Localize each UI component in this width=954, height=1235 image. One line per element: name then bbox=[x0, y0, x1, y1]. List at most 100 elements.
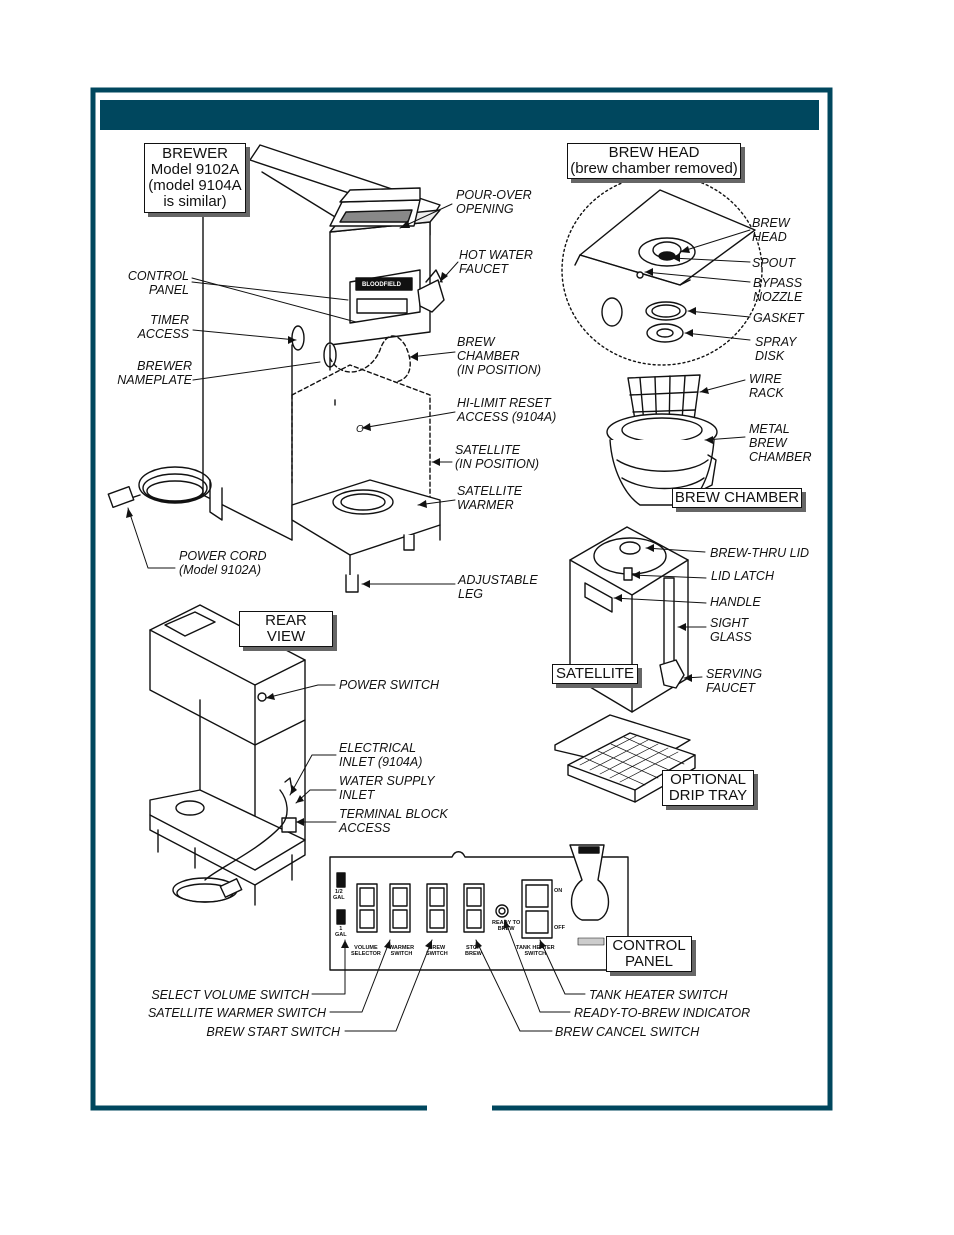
label-line: NAMEPLATE bbox=[117, 373, 192, 387]
label-line: TIMER bbox=[150, 313, 189, 327]
label-lid-latch: LID LATCH bbox=[711, 569, 774, 583]
label-line: METAL bbox=[749, 422, 790, 436]
label-line: INLET (9104A) bbox=[339, 755, 423, 769]
label-serving-faucet: SERVING FAUCET bbox=[706, 667, 762, 695]
panel-warmer-switch: WARMER SWITCH bbox=[389, 945, 414, 957]
label-line: TERMINAL BLOCK bbox=[339, 807, 448, 821]
label-line: SATELLITE bbox=[457, 484, 523, 498]
label-pour-over-opening: POUR-OVER OPENING bbox=[456, 188, 532, 216]
panel-text-line: ON bbox=[554, 888, 563, 894]
label-line: NOZZLE bbox=[753, 290, 803, 304]
arrowheads bbox=[126, 220, 713, 949]
panel-text-line: VOLUME bbox=[354, 945, 378, 951]
control-panel-box: CONTROL PANEL bbox=[606, 936, 692, 972]
label-line: BREW bbox=[457, 335, 495, 349]
leader-lines bbox=[127, 203, 751, 1032]
label-line: CHAMBER bbox=[749, 450, 812, 464]
label-line: BYPASS bbox=[753, 276, 803, 290]
label-line: HANDLE bbox=[710, 595, 761, 609]
brewer-box-line-1: BREWER bbox=[162, 145, 228, 162]
label-line: (IN POSITION) bbox=[457, 363, 542, 377]
label-line: CHAMBER bbox=[457, 349, 520, 363]
panel-off: OFF bbox=[554, 925, 565, 931]
panel-ready-to-brew: READY TO BREW bbox=[492, 920, 520, 932]
label-bypass-nozzle: BYPASS NOZZLE bbox=[753, 276, 802, 304]
label-line: HOT WATER bbox=[459, 248, 533, 262]
label-line: ELECTRICAL bbox=[339, 741, 417, 755]
label-line: LID LATCH bbox=[711, 569, 774, 583]
panel-stop-brew: STOP BREW bbox=[465, 945, 482, 957]
brewer-box-line-4: is similar) bbox=[163, 193, 227, 210]
panel-brew-switch: BREW SWITCH bbox=[426, 945, 448, 957]
label-power-switch: POWER SWITCH bbox=[339, 678, 439, 692]
drip-tray-box-line-1: OPTIONAL bbox=[670, 771, 746, 788]
label-line: WARMER bbox=[457, 498, 514, 512]
panel-text-line: TANK HEATER bbox=[516, 945, 555, 951]
label-ready-to-brew-indicator: READY-TO-BREW INDICATOR bbox=[574, 1006, 750, 1020]
label-line: ACCESS (9104A) bbox=[457, 410, 557, 424]
label-brew-head: BREW HEAD bbox=[752, 216, 790, 244]
label-line: HEAD bbox=[752, 230, 787, 244]
label-line: SATELLITE bbox=[455, 443, 521, 457]
panel-text-line: GAL bbox=[335, 932, 347, 938]
label-satellite-warmer-switch: SATELLITE WARMER SWITCH bbox=[148, 1006, 326, 1020]
panel-text-line: OFF bbox=[554, 925, 565, 931]
label-brew-start-switch: BREW START SWITCH bbox=[206, 1025, 340, 1039]
brewer-box-line-2: Model 9102A bbox=[150, 161, 240, 178]
label-hot-water-faucet: HOT WATER FAUCET bbox=[459, 248, 533, 276]
label-line: OPENING bbox=[456, 202, 514, 216]
brewer-box-line-3: (model 9104A bbox=[148, 177, 242, 194]
label-line: SPOUT bbox=[752, 256, 796, 270]
label-spray-disk: SPRAY DISK bbox=[755, 335, 796, 363]
panel-on: ON bbox=[554, 888, 562, 894]
label-line: SATELLITE WARMER SWITCH bbox=[147, 1006, 326, 1020]
label-tank-heater-switch: TANK HEATER SWITCH bbox=[589, 988, 727, 1002]
panel-text-line: BREW bbox=[465, 951, 482, 957]
label-line: ADJUSTABLE bbox=[458, 573, 538, 587]
label-line: BREWER bbox=[137, 359, 192, 373]
label-brew-thru-lid: BREW-THRU LID bbox=[710, 546, 809, 560]
panel-text-line: SWITCH bbox=[390, 951, 413, 957]
label-handle: HANDLE bbox=[710, 595, 761, 609]
label-water-supply-inlet: WATER SUPPLY INLET bbox=[339, 774, 435, 802]
rear-view-box-line-2: VIEW bbox=[266, 628, 306, 645]
rear-view-illustration bbox=[149, 604, 306, 906]
satellite-box: SATELLITE bbox=[552, 664, 638, 684]
brew-chamber-box-line-1: BREW CHAMBER bbox=[674, 489, 800, 506]
label-brew-chamber-in-position: BREW CHAMBER (IN POSITION) bbox=[457, 335, 541, 377]
control-panel-illustration bbox=[329, 844, 629, 971]
label-line: WIRE bbox=[749, 372, 782, 386]
label-line: (Model 9102A) bbox=[179, 563, 261, 577]
label-line: PANEL bbox=[148, 283, 189, 297]
label-sight-glass: SIGHT GLASS bbox=[710, 616, 752, 644]
brewer-illustration: O bbox=[107, 144, 445, 593]
panel-text-line: READY TO bbox=[492, 920, 521, 926]
label-line: BREW bbox=[749, 436, 787, 450]
panel-text-line: BREW bbox=[497, 926, 515, 932]
label-brewer-nameplate: BREWER NAMEPLATE bbox=[117, 359, 192, 387]
label-adjustable-leg: ADJUSTABLE LEG bbox=[458, 573, 538, 601]
panel-text-line: GAL bbox=[333, 895, 345, 901]
panel-one-gal: 1 GAL bbox=[335, 926, 347, 938]
label-line: BREW bbox=[752, 216, 790, 230]
label-line: ACCESS bbox=[339, 821, 391, 835]
label-line: GLASS bbox=[710, 630, 752, 644]
label-line: LEG bbox=[458, 587, 484, 601]
label-timer-access: TIMER ACCESS bbox=[138, 313, 189, 341]
drip-tray-box: OPTIONAL DRIP TRAY bbox=[662, 770, 754, 806]
label-metal-brew-chamber: METAL BREW CHAMBER bbox=[749, 422, 812, 464]
label-line: DISK bbox=[755, 349, 785, 363]
label-gasket: GASKET bbox=[753, 311, 804, 325]
label-satellite-warmer: SATELLITE WARMER bbox=[457, 484, 522, 512]
page-frame bbox=[90, 87, 833, 1111]
label-brew-cancel-switch: BREW CANCEL SWITCH bbox=[555, 1025, 699, 1039]
panel-text-line: SELECTOR bbox=[351, 951, 381, 957]
rear-view-box-line-1: REAR bbox=[265, 612, 307, 629]
panel-text-line: STOP bbox=[465, 945, 481, 951]
label-wire-rack: WIRE RACK bbox=[749, 372, 784, 400]
label-line: ACCESS bbox=[137, 327, 189, 341]
label-select-volume-switch: SELECT VOLUME SWITCH bbox=[151, 988, 309, 1002]
control-panel-box-line-2: PANEL bbox=[624, 953, 674, 970]
label-line: HI-LIMIT RESET bbox=[457, 396, 551, 410]
